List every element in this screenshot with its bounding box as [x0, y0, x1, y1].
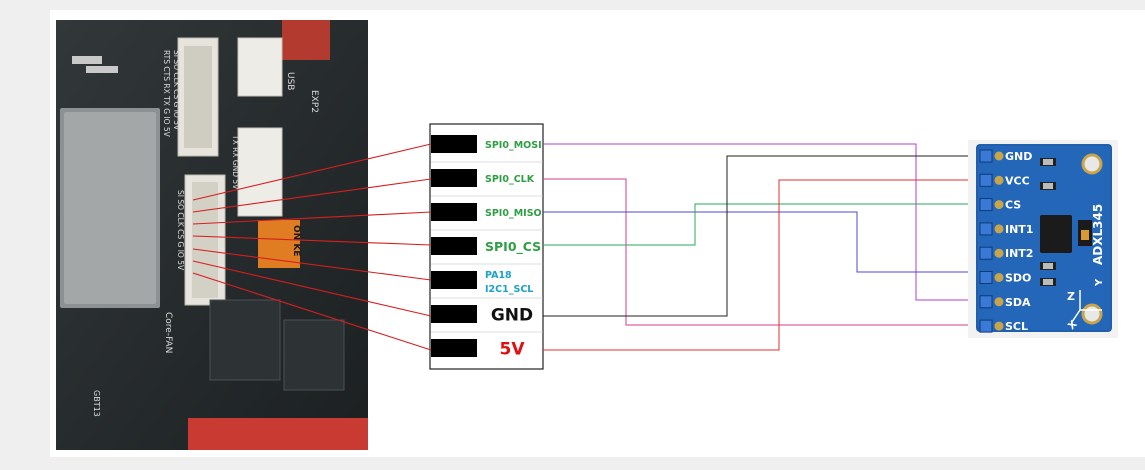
sensor-pin-vcc: VCC	[979, 173, 1030, 187]
terminal-row: SPI0_MISO	[431, 203, 543, 231]
pin-header	[979, 149, 993, 163]
terminal-row: SPI0_MOSI	[431, 135, 543, 163]
axis-label-y: Y	[1094, 278, 1105, 287]
board-wire	[192, 272, 432, 351]
block-to-sensor-wires	[543, 143, 985, 351]
sensor-pin-sdo: SDO	[979, 271, 1031, 285]
chip-label: ADXL345	[1091, 204, 1105, 265]
pin-header	[979, 246, 993, 260]
silk-connector-labels: TX RX GND 5V	[231, 134, 240, 190]
silk-header2: SI SO CLK CS G IO 5V	[176, 190, 185, 271]
wire-mosi	[543, 143, 985, 301]
pin-label: SDO	[1005, 272, 1031, 285]
terminal-screw	[431, 135, 477, 153]
sensor-pin-gnd: GND	[979, 149, 1032, 163]
terminal-label: 5V	[500, 340, 526, 360]
terminal-row: SPI0_CLK	[431, 169, 543, 197]
sensor-pin-int1: INT1	[979, 222, 1033, 236]
silk-header1-top: SI SO CLK CS G IO 5V	[172, 50, 181, 131]
pin-label: INT1	[1005, 223, 1033, 236]
sensor-pin-sda: SDA	[979, 295, 1031, 309]
terminal-label: PA18	[485, 270, 512, 281]
silk-exp: EXP2	[309, 90, 319, 113]
terminal-label: GND	[491, 306, 533, 326]
terminal-screw	[431, 237, 477, 255]
pin-label: SCL	[1005, 320, 1028, 333]
axis-label-z: Z	[1067, 290, 1075, 303]
pin-label: INT2	[1005, 247, 1033, 260]
board-wire	[192, 143, 432, 201]
terminal-label: SPI0_CS	[485, 239, 541, 255]
terminal-label: SPI0_CLK	[485, 174, 535, 185]
pin-header	[979, 222, 993, 236]
uart-connector-1	[237, 37, 283, 97]
pin-header	[979, 319, 993, 333]
sensor-pin-scl: SCL	[979, 319, 1028, 333]
silk-header1-bottom: RTS CTS RX TX G IO 5V	[162, 50, 171, 138]
board-to-block-wires	[192, 143, 432, 351]
pin-label: CS	[1005, 199, 1021, 212]
pin-header	[979, 198, 993, 212]
silk-gbt: GBT13	[92, 390, 101, 417]
terminal-row: SPI0_CS	[431, 237, 543, 265]
terminal-screw	[431, 169, 477, 187]
uart-connector-2	[237, 127, 283, 217]
board-wire	[192, 235, 432, 246]
mount-hole-bottom	[1081, 303, 1103, 325]
axis-x-line	[1071, 309, 1081, 323]
silk-switch: ON KE	[291, 225, 301, 256]
terminal-screw	[431, 339, 477, 357]
terminal-label: SPI0_MISO	[485, 208, 542, 219]
wiring-diagram: SI SO CLK CS G IO 5V RTS CTS RX TX G IO …	[50, 10, 1145, 457]
wire-vcc	[543, 179, 985, 351]
pin-label: VCC	[1005, 174, 1030, 187]
pin-label: GND	[1005, 150, 1032, 163]
sensor-pin-cs: CS	[979, 198, 1021, 212]
pin-header	[979, 173, 993, 187]
wire-clk	[543, 178, 985, 326]
pin-header	[979, 271, 993, 284]
board-wire	[192, 211, 432, 225]
silk-fan: Core-FAN	[163, 312, 173, 353]
wire-gnd	[543, 155, 985, 317]
terminal-screw	[431, 271, 477, 289]
terminal-label-secondary: I2C1_SCL	[485, 284, 533, 295]
sensor-pin-int2: INT2	[979, 246, 1033, 260]
board-wire	[192, 248, 432, 281]
red-header-top	[282, 20, 330, 60]
wire-cs	[543, 203, 985, 246]
terminal-screw	[431, 305, 477, 323]
terminal-row: 5V	[431, 339, 525, 360]
wire-miso	[543, 211, 985, 273]
terminal-block: SPI0_MOSI SPI0_CLK SPI0_MISO SPI0_CS PA18I2C…	[429, 123, 544, 370]
board-photo: SI SO CLK CS G IO 5V RTS CTS RX TX G IO …	[56, 20, 368, 450]
red-header-bottom	[188, 418, 368, 450]
mount-hole-top	[1081, 153, 1103, 175]
terminal-label: SPI0_MOSI	[485, 140, 542, 151]
pin-label: SDA	[1005, 296, 1031, 309]
board-wire	[192, 178, 432, 213]
terminal-row: GND	[431, 305, 543, 333]
pin-header	[979, 295, 993, 309]
accelerometer-chip	[1040, 215, 1072, 253]
terminal-screw	[431, 203, 477, 221]
board-wire	[192, 260, 432, 317]
silk-usb: USB	[285, 72, 295, 90]
